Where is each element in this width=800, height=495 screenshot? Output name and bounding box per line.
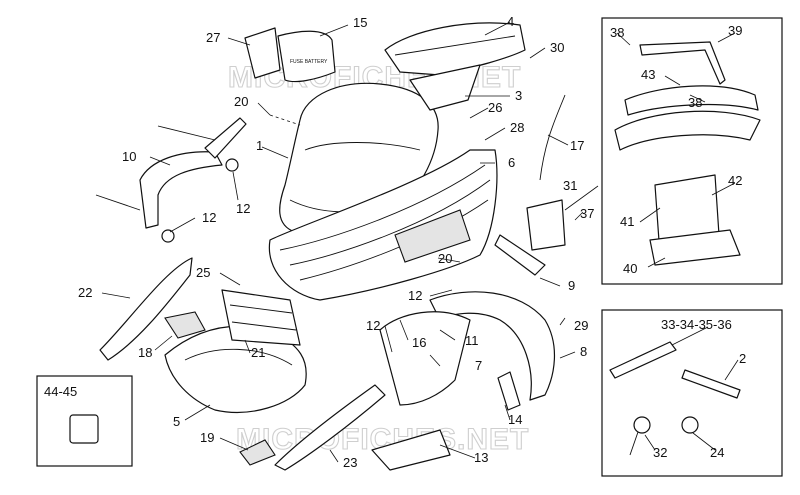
label-part-19: 19 (200, 430, 214, 445)
label-part-38-a: 38 (610, 25, 624, 40)
left-side-panel (99, 257, 206, 361)
label-part-39: 39 (728, 23, 742, 38)
lower-bracket-part (371, 371, 521, 471)
label-part-21: 21 (251, 345, 265, 360)
inset-screws-parts (609, 341, 741, 456)
part-labels: 1 2 3 4 5 6 7 8 9 10 11 12 12 12 12 13 1… (44, 14, 746, 470)
label-part-2: 2 (739, 351, 746, 366)
label-parts-44-45: 44-45 (44, 384, 77, 399)
label-part-29: 29 (574, 318, 588, 333)
label-part-43: 43 (641, 67, 655, 82)
label-parts-33-36: 33-34-35-36 (661, 317, 732, 332)
label-part-38-b: 38 (688, 95, 702, 110)
label-part-12-b: 12 (236, 201, 250, 216)
label-part-37: 37 (580, 206, 594, 221)
label-part-23: 23 (343, 455, 357, 470)
rear-fender-part (379, 291, 555, 406)
label-part-22: 22 (78, 285, 92, 300)
label-part-20-a: 20 (234, 94, 248, 109)
center-cover-part (221, 289, 301, 346)
inset-rack-parts (614, 41, 761, 266)
underseat-body-part (268, 149, 498, 301)
label-part-8: 8 (580, 344, 587, 359)
label-part-30: 30 (550, 40, 564, 55)
label-part-15: 15 (353, 15, 367, 30)
label-part-9: 9 (568, 278, 575, 293)
label-part-10: 10 (122, 149, 136, 164)
label-part-1: 1 (256, 138, 263, 153)
label-part-32: 32 (653, 445, 667, 460)
grab-handle-part (95, 117, 247, 243)
label-part-20-b: 20 (438, 251, 452, 266)
label-part-12-c: 12 (408, 288, 422, 303)
label-part-16: 16 (412, 335, 426, 350)
label-part-5: 5 (173, 414, 180, 429)
label-part-3: 3 (515, 88, 522, 103)
label-part-18: 18 (138, 345, 152, 360)
label-part-14: 14 (508, 412, 522, 427)
label-part-41: 41 (620, 214, 634, 229)
label-part-11: 11 (465, 333, 479, 348)
label-part-26: 26 (488, 100, 502, 115)
bottom-panel-part (239, 384, 386, 471)
label-part-24: 24 (710, 445, 724, 460)
label-part-7: 7 (475, 358, 482, 373)
fuse-battery-box: FUSE BATTERY (244, 27, 336, 83)
label-part-31: 31 (563, 178, 577, 193)
label-part-13: 13 (474, 450, 488, 465)
label-part-25: 25 (196, 265, 210, 280)
label-part-27: 27 (206, 30, 220, 45)
clip-part (69, 414, 99, 444)
fuse-battery-text: FUSE BATTERY (290, 59, 328, 65)
front-shield-part (164, 325, 307, 413)
label-part-12-d: 12 (366, 318, 380, 333)
label-part-28: 28 (510, 120, 524, 135)
leader-lines (101, 21, 739, 463)
license-bracket-part (494, 199, 566, 276)
label-part-6: 6 (508, 155, 515, 170)
label-part-17: 17 (570, 138, 584, 153)
label-part-12-a: 12 (202, 210, 216, 225)
rear-rack-part (384, 22, 526, 111)
cable-part (539, 94, 566, 181)
label-part-40: 40 (623, 261, 637, 276)
label-part-42: 42 (728, 173, 742, 188)
label-part-4: 4 (507, 14, 514, 29)
